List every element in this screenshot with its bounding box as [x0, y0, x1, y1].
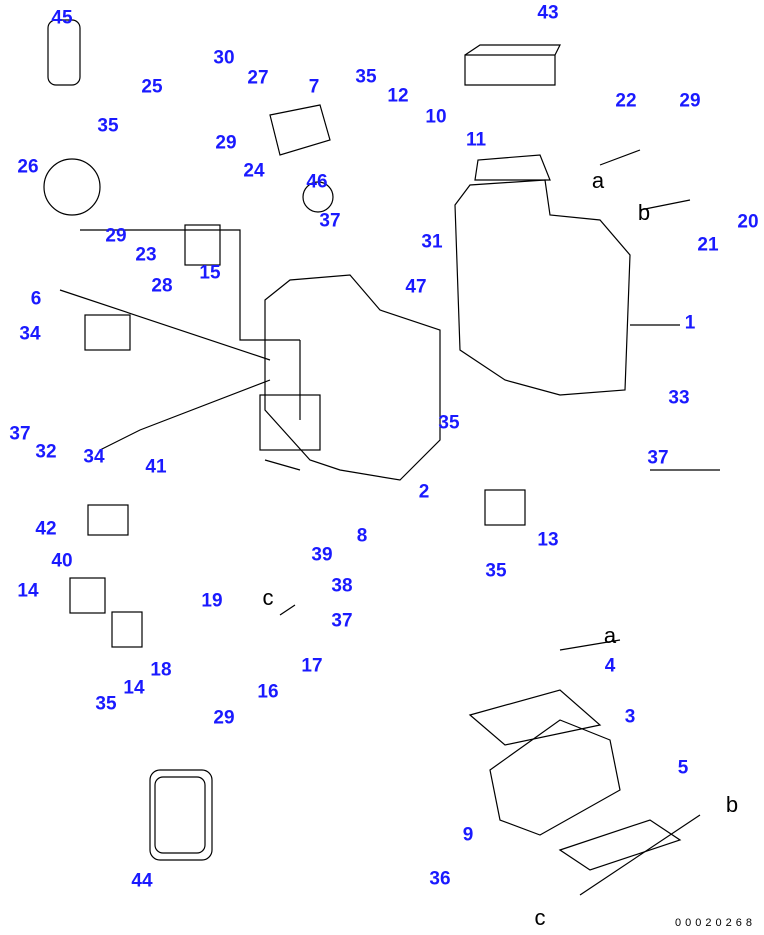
callout-27: 27	[247, 67, 269, 89]
callout-4: 4	[604, 655, 616, 677]
callout-46: 46	[306, 171, 328, 193]
actuator-14b	[111, 611, 143, 648]
leader-lines-left	[59, 229, 300, 451]
callout-8: 8	[356, 525, 368, 547]
callout-14: 14	[123, 677, 145, 699]
callout-22: 22	[615, 90, 637, 112]
actuator-15	[184, 224, 221, 266]
callout-37: 37	[319, 210, 341, 232]
resistor-13	[484, 489, 526, 526]
housing-inlet	[474, 154, 551, 181]
callout-18: 18	[150, 659, 172, 681]
plate-6	[84, 314, 131, 351]
callout-37: 37	[9, 423, 31, 445]
callout-36: 36	[429, 868, 451, 890]
callout-5: 5	[677, 757, 689, 779]
housing-part-2	[264, 274, 441, 481]
callout-21: 21	[697, 234, 719, 256]
callout-43: 43	[537, 2, 559, 24]
callout-10: 10	[425, 106, 447, 128]
callout-15: 15	[199, 262, 221, 284]
callout-42: 42	[35, 518, 57, 540]
callout-47: 47	[405, 276, 427, 298]
callout-33: 33	[668, 387, 690, 409]
actuator-14a	[69, 577, 106, 614]
callout-16: 16	[257, 681, 279, 703]
filter-43	[464, 44, 561, 86]
lever-26	[43, 158, 101, 216]
seal-44-inner	[154, 776, 206, 854]
callout-20: 20	[737, 211, 759, 233]
callout-17: 17	[301, 655, 323, 677]
callout-29: 29	[215, 132, 237, 154]
callout-24: 24	[243, 160, 265, 182]
callout-45: 45	[51, 7, 73, 29]
callout-44: 44	[131, 870, 153, 892]
leader-lines	[279, 149, 720, 896]
callout-37: 37	[331, 610, 353, 632]
housing-detail-line	[264, 340, 301, 471]
callout-12: 12	[387, 85, 409, 107]
callout-6: 6	[30, 288, 42, 310]
callout-7: 7	[308, 76, 320, 98]
connection-letter-a: a	[603, 623, 617, 648]
callout-40: 40	[51, 550, 73, 572]
connection-letter-b: b	[725, 792, 739, 817]
callout-29: 29	[213, 707, 235, 729]
callout-34: 34	[83, 446, 105, 468]
seal-45	[47, 19, 81, 86]
callout-34: 34	[19, 323, 41, 345]
callout-1: 1	[684, 312, 696, 334]
callout-37: 37	[647, 447, 669, 469]
cover-7	[269, 104, 331, 156]
callout-35: 35	[95, 693, 117, 715]
callout-29: 29	[105, 225, 127, 247]
callout-41: 41	[145, 456, 167, 478]
callout-38: 38	[331, 575, 353, 597]
callout-23: 23	[135, 244, 157, 266]
callout-39: 39	[311, 544, 333, 566]
callout-30: 30	[213, 47, 235, 69]
callout-14: 14	[17, 580, 39, 602]
duct-opening	[259, 394, 321, 451]
callout-25: 25	[141, 76, 163, 98]
panel-4	[468, 689, 602, 746]
drawing-code: 00020268	[675, 917, 756, 929]
callout-28: 28	[151, 275, 173, 297]
connection-letter-b: b	[637, 200, 651, 225]
connection-letter-c: c	[262, 585, 274, 610]
callout-26: 26	[17, 156, 39, 178]
callout-19: 19	[201, 590, 223, 612]
housing-part-1	[454, 179, 631, 396]
seal-44	[149, 769, 213, 861]
callout-11: 11	[465, 129, 487, 151]
callout-3: 3	[624, 706, 636, 728]
core-3	[489, 719, 621, 836]
callout-32: 32	[35, 441, 57, 463]
callout-35: 35	[438, 412, 460, 434]
panel-5	[558, 819, 682, 871]
connection-letter-a: a	[591, 168, 605, 193]
callout-2: 2	[418, 481, 430, 503]
connection-letter-c: c	[534, 905, 546, 930]
callout-29: 29	[679, 90, 701, 112]
callout-35: 35	[485, 560, 507, 582]
grommet-46	[302, 181, 334, 213]
plate-42	[87, 504, 129, 536]
callout-13: 13	[537, 529, 559, 551]
callout-31: 31	[421, 231, 443, 253]
callout-9: 9	[462, 824, 474, 846]
callout-35: 35	[355, 66, 377, 88]
callout-35: 35	[97, 115, 119, 137]
